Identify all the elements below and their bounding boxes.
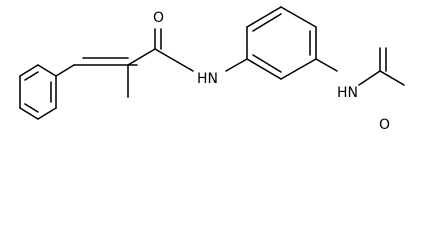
phenylene-bond [280,58,317,80]
phenylene-bond [246,6,282,28]
phenylene-bond [246,58,282,80]
acetamide-c-n-bond [358,70,381,86]
meta-phenylene-ring [246,6,317,80]
carbonyl-oxygen-left: O [153,10,164,26]
amide-nitrogen-right: HN [337,85,358,101]
phenyl-bond [19,64,39,77]
phenyl-inner-double-bond [24,71,39,81]
acetamide-group: HN O [315,47,405,133]
amide-nitrogen-left: HN [197,71,218,87]
amide-group-left: O HN [153,10,248,87]
acryloyl-bond [127,48,156,66]
carbonyl-oxygen-right: O [379,117,390,133]
phenylene-bond [280,6,317,28]
phenyl-bond [37,107,57,120]
phenylene-inner-double-bond [252,54,282,73]
aryl-nitrogen-bond [315,58,338,72]
acetamide-methyl-bond [379,70,405,86]
phenyl-inner-double-bond [24,103,39,113]
alkenyl-chain [55,48,156,98]
amide-c-n-bond [154,48,194,72]
chemical-structure: O HN HN O [19,6,405,133]
phenyl-bond [19,107,39,120]
phenylene-inner-double-bond [252,13,282,32]
nitrogen-aryl-bond [225,58,248,72]
phenyl-bond [37,64,57,77]
benzyl-vinyl-bond [55,64,75,77]
phenyl-ring [19,64,57,120]
